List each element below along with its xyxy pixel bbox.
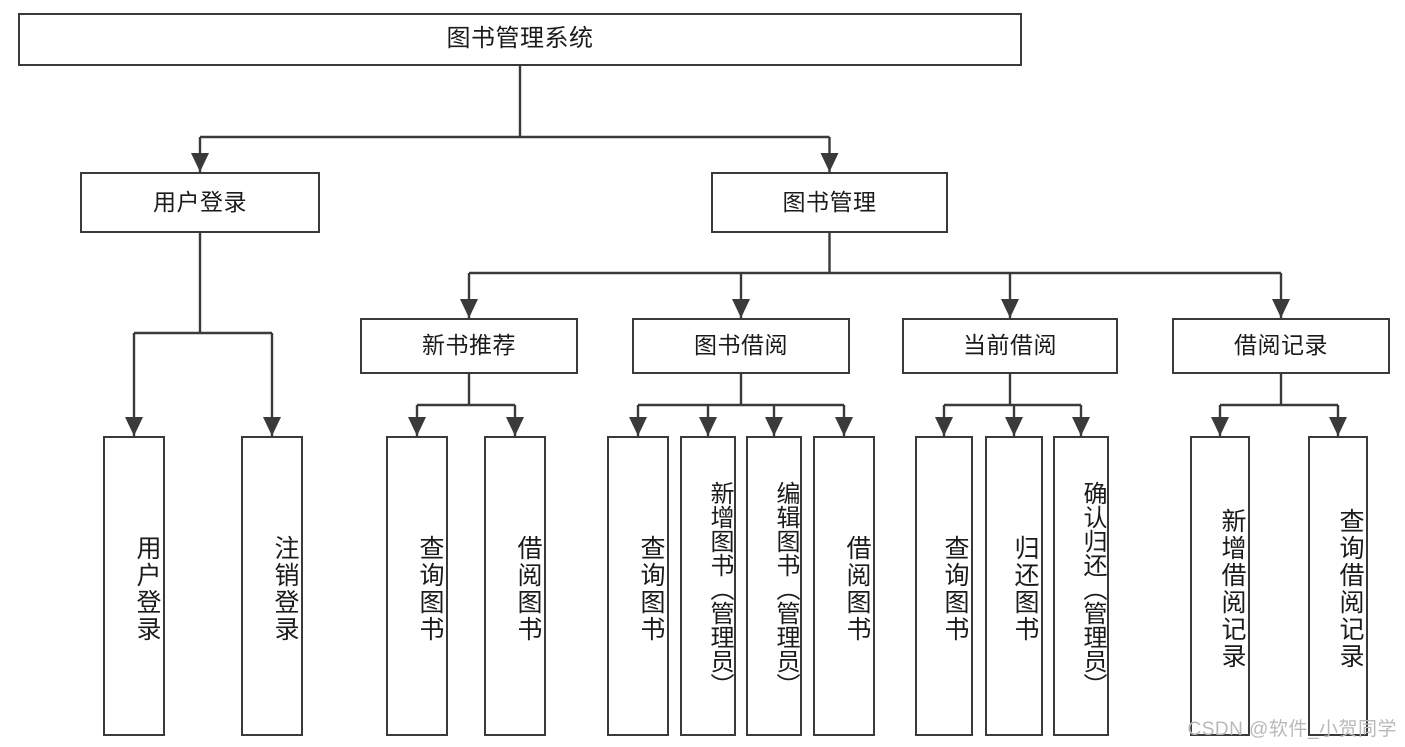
- node-leaf-borrow-book: 借阅图书: [813, 436, 875, 736]
- node-label: 新增借阅记录: [1218, 508, 1246, 670]
- node-label: 借阅图书: [514, 535, 542, 643]
- connector-arrowhead: [629, 417, 647, 436]
- node-label: 用户登录: [153, 188, 247, 215]
- connector-arrowhead: [765, 417, 783, 436]
- connector-arrowhead: [191, 153, 209, 172]
- node-label: 编辑图书（管理员）: [772, 481, 799, 697]
- node-label: 新书推荐: [422, 332, 516, 359]
- node-label: 借阅图书: [843, 535, 871, 643]
- connector-arrowhead: [125, 417, 143, 436]
- connector-arrowhead: [820, 153, 839, 172]
- node-label: 查询图书: [637, 535, 665, 643]
- watermark-text: CSDN @软件_小贺同学: [1187, 719, 1397, 740]
- node-book-borrow: 图书借阅: [632, 318, 850, 374]
- node-label: 借阅记录: [1234, 332, 1328, 359]
- node-label: 查询借阅记录: [1336, 508, 1364, 670]
- node-label: 当前借阅: [963, 332, 1057, 359]
- connector-arrowhead: [1329, 417, 1347, 436]
- node-label: 图书借阅: [694, 332, 788, 359]
- node-leaf-query-book-rec: 查询图书: [386, 436, 448, 736]
- connector-arrowhead: [408, 417, 426, 436]
- node-label: 查询图书: [941, 535, 969, 643]
- connector-arrowhead: [506, 417, 524, 436]
- node-leaf-confirm-return-admin: 确认归还（管理员）: [1053, 436, 1109, 736]
- node-leaf-query-borrow-record: 查询借阅记录: [1308, 436, 1368, 736]
- node-leaf-borrow-book-rec: 借阅图书: [484, 436, 546, 736]
- node-leaf-user-login: 用户登录: [103, 436, 165, 736]
- node-label: 注销登录: [271, 535, 299, 643]
- node-new-book-recommend: 新书推荐: [360, 318, 578, 374]
- node-leaf-query-book-borrow: 查询图书: [607, 436, 669, 736]
- node-current-borrow: 当前借阅: [902, 318, 1118, 374]
- connector-arrowhead: [263, 417, 281, 436]
- connector-arrowhead: [1211, 417, 1229, 436]
- node-label: 新增图书（管理员）: [706, 481, 733, 697]
- connector-arrowhead: [835, 417, 853, 436]
- node-root: 图书管理系统: [18, 13, 1022, 66]
- node-leaf-logout-login: 注销登录: [241, 436, 303, 736]
- connector-arrowhead: [1001, 299, 1019, 318]
- node-leaf-return-book: 归还图书: [985, 436, 1043, 736]
- node-leaf-query-book-current: 查询图书: [915, 436, 973, 736]
- node-user-login: 用户登录: [80, 172, 320, 233]
- node-leaf-edit-book-admin: 编辑图书（管理员）: [746, 436, 802, 736]
- node-label: 归还图书: [1011, 535, 1039, 643]
- connector-arrowhead: [460, 299, 478, 318]
- connector-arrowhead: [699, 417, 717, 436]
- node-leaf-add-borrow-record: 新增借阅记录: [1190, 436, 1250, 736]
- node-label: 用户登录: [133, 535, 161, 643]
- connector-arrowhead: [1005, 417, 1023, 436]
- connector-arrowhead: [935, 417, 953, 436]
- connector-arrowhead: [1272, 299, 1290, 318]
- node-label: 图书管理系统: [446, 25, 594, 53]
- node-leaf-add-book-admin: 新增图书（管理员）: [680, 436, 736, 736]
- connector-arrowhead: [1072, 417, 1090, 436]
- node-book-management: 图书管理: [711, 172, 948, 233]
- node-label: 图书管理: [782, 188, 877, 215]
- node-label: 查询图书: [416, 535, 444, 643]
- connector-arrowhead: [732, 299, 750, 318]
- node-borrow-record: 借阅记录: [1172, 318, 1390, 374]
- node-label: 确认归还（管理员）: [1079, 481, 1106, 697]
